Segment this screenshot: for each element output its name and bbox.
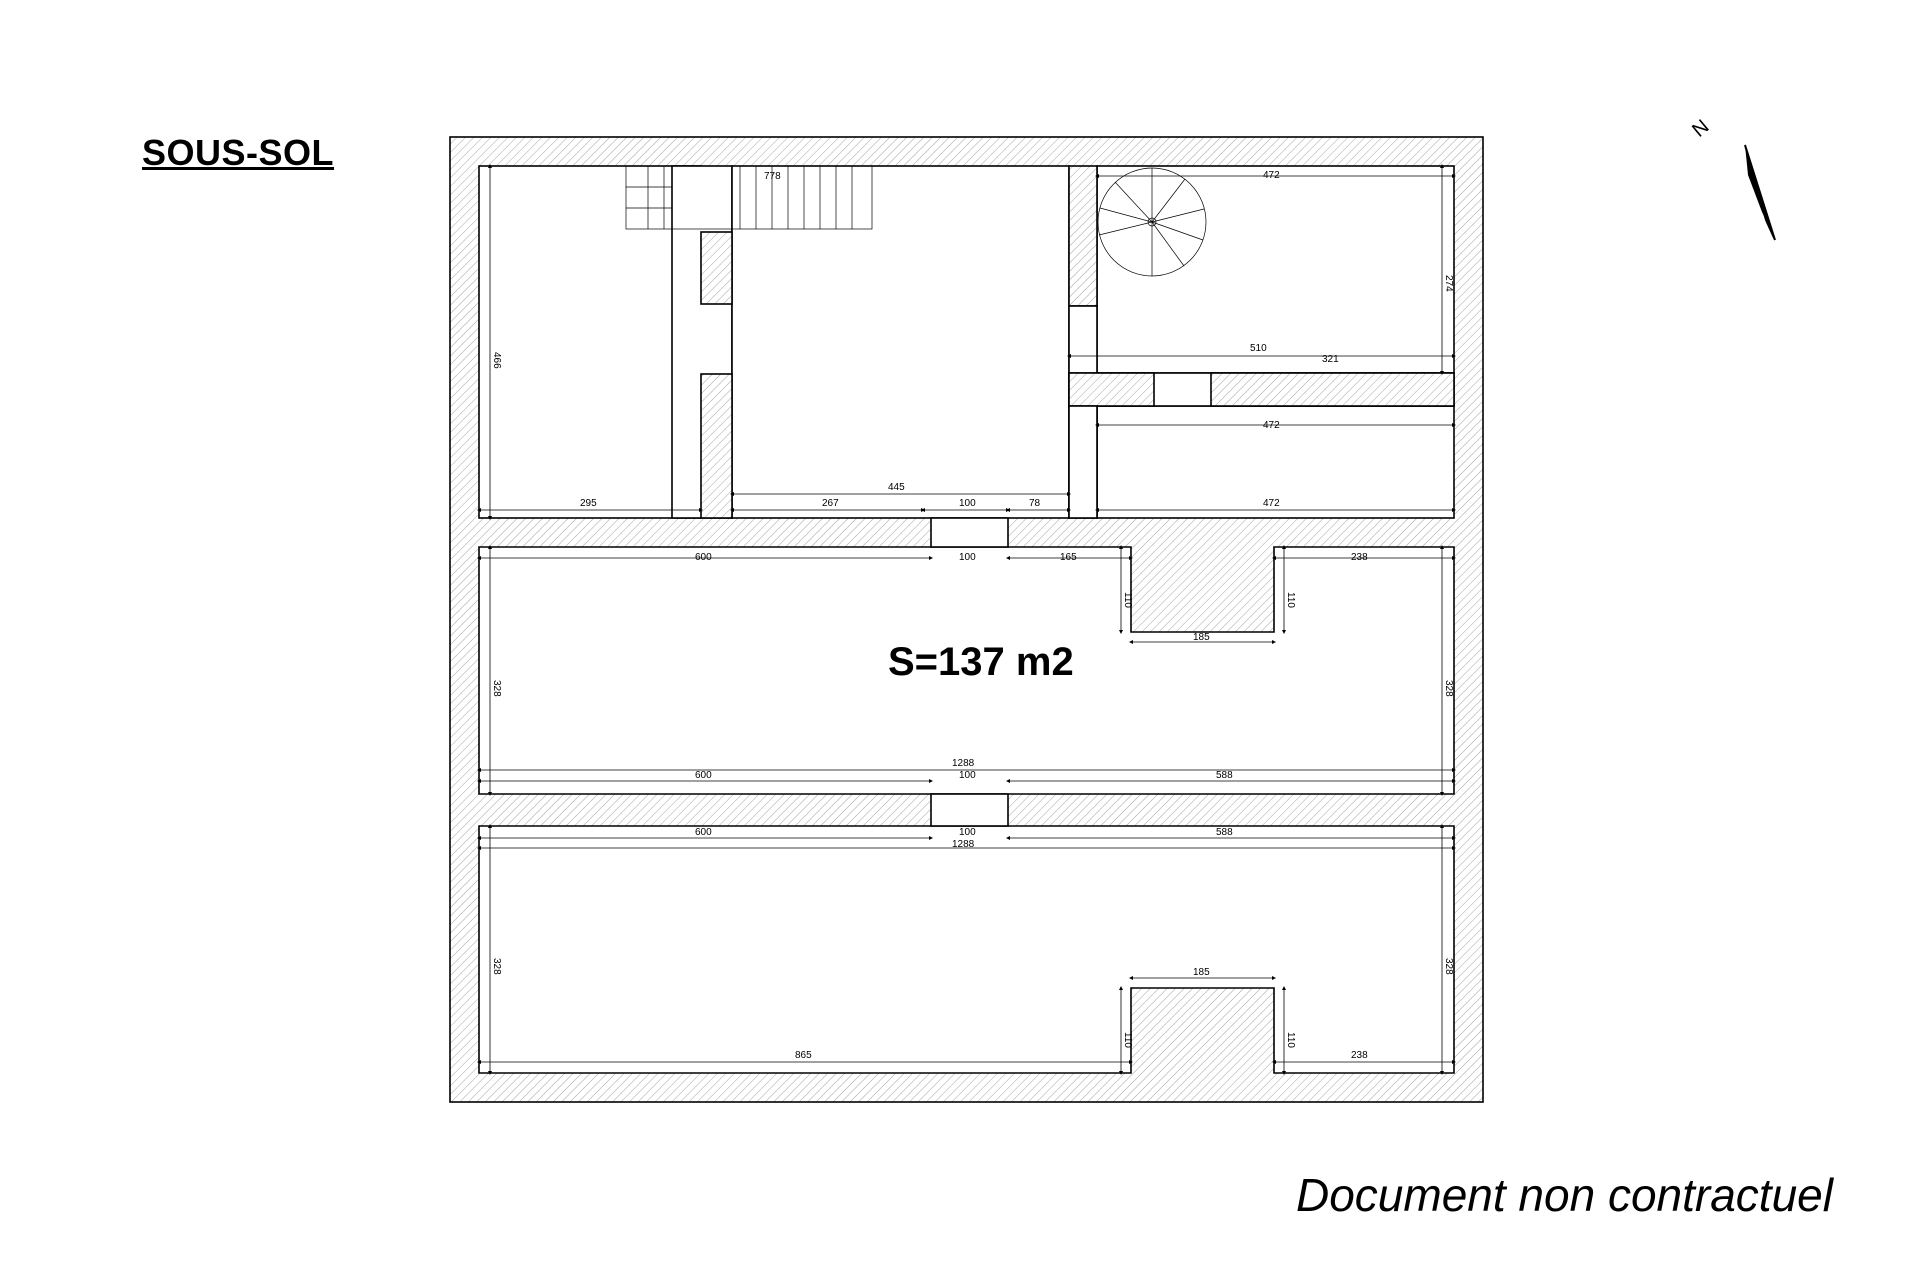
dim-600b: 600 <box>695 770 712 781</box>
dim-110a: 110 <box>1122 592 1133 608</box>
dim-328b: 328 <box>1443 680 1454 697</box>
main-room <box>478 546 1455 795</box>
dimension-labels: 778 295 267 100 78 445 472 510 321 472 4… <box>491 170 1454 1061</box>
dim-865: 865 <box>795 1050 812 1061</box>
spiral-stair <box>1097 167 1207 277</box>
dim-100a: 100 <box>959 498 976 509</box>
dim-295: 295 <box>580 498 597 509</box>
door-gap-upper <box>930 517 1009 548</box>
dim-328d: 328 <box>1443 958 1454 975</box>
room-top-left <box>478 165 702 519</box>
dim-472b: 472 <box>1263 420 1280 431</box>
dim-466: 466 <box>491 352 502 369</box>
north-arrow-icon: N <box>1688 116 1776 241</box>
dim-472c: 472 <box>1263 498 1280 509</box>
straight-stair <box>625 165 873 230</box>
dim-267: 267 <box>822 498 839 509</box>
dim-328c: 328 <box>491 958 502 975</box>
dim-100b: 100 <box>959 552 976 563</box>
dim-328a: 328 <box>491 680 502 697</box>
dim-238a: 238 <box>1351 552 1368 563</box>
room-top-center <box>731 165 1070 519</box>
dim-274: 274 <box>1443 275 1454 292</box>
dim-588b: 588 <box>1216 827 1233 838</box>
dim-321: 321 <box>1322 354 1339 365</box>
door-gap-lower <box>930 793 1009 827</box>
dim-472a: 472 <box>1263 170 1280 181</box>
post-upper <box>700 231 733 305</box>
dim-110c: 110 <box>1122 1032 1133 1048</box>
plan-title: SOUS-SOL <box>142 132 335 173</box>
lower-room <box>478 825 1455 1074</box>
compass-label: N <box>1688 116 1713 142</box>
dim-165: 165 <box>1060 552 1077 563</box>
room-top-right <box>1096 165 1455 374</box>
spiral-wall <box>1068 165 1098 307</box>
dim-588a: 588 <box>1216 770 1233 781</box>
area-label: S=137 m2 <box>888 640 1074 684</box>
dim-185a: 185 <box>1193 632 1210 643</box>
dim-238b: 238 <box>1351 1050 1368 1061</box>
dim-110d: 110 <box>1285 1032 1296 1048</box>
dim-600a: 600 <box>695 552 712 563</box>
dim-78: 78 <box>1029 498 1041 509</box>
dim-445: 445 <box>888 482 905 493</box>
post-lower <box>700 373 733 519</box>
dim-1288b: 1288 <box>952 839 975 850</box>
dim-185b: 185 <box>1193 967 1210 978</box>
dim-100d: 100 <box>959 827 976 838</box>
disclaimer-text: Document non contractuel <box>1296 1169 1833 1221</box>
dim-600c: 600 <box>695 827 712 838</box>
dimension-lines <box>477 164 1456 1075</box>
dim-110b: 110 <box>1285 592 1296 608</box>
dim-510: 510 <box>1250 343 1267 354</box>
dim-100c: 100 <box>959 770 976 781</box>
closet-wall-left <box>1068 372 1155 407</box>
passage-left <box>1068 405 1098 519</box>
dim-778: 778 <box>764 171 781 182</box>
closet-wall-right <box>1210 372 1455 407</box>
dim-1288a: 1288 <box>952 758 975 769</box>
